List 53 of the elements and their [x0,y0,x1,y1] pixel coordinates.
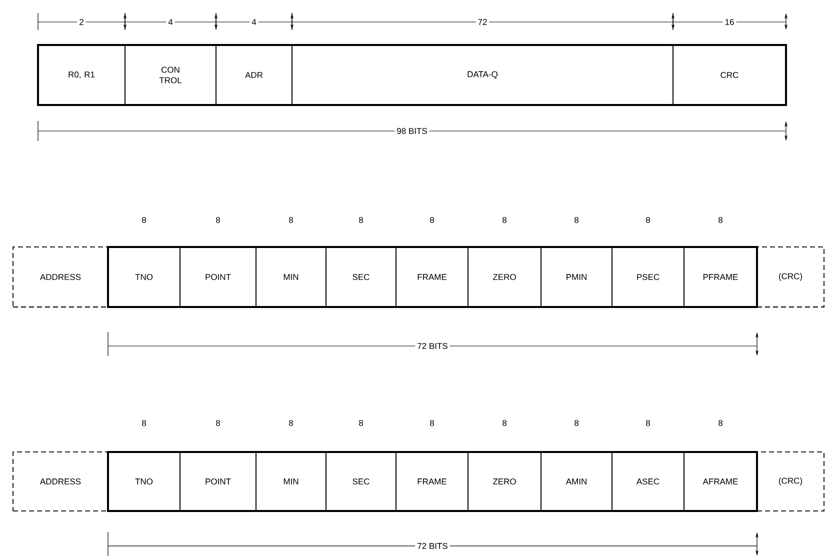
bit-count: 8 [502,420,506,426]
field-box: DATA-Q [292,44,674,106]
field-box: MIN [256,246,326,308]
field-box: SEC [326,246,396,308]
bit-count: 8 [718,420,722,426]
bit-count: 8 [359,420,363,426]
bit-count: 8 [359,216,363,223]
bit-count: 8 [574,420,578,426]
dimension-label: 2 [77,17,86,27]
field-box: CON TROL [124,44,216,106]
field-box: AFRAME [684,452,758,512]
dimension-label: 98 BITS [394,126,430,136]
dashed-field-box: ADDRESS [12,452,108,512]
node-label: TNO [135,478,153,484]
field-box: MIN [256,452,326,512]
dimension-label: 4 [250,17,258,27]
field-box: POINT [180,246,256,308]
field-box: PMIN [540,246,612,308]
node-label: R0, R1 [68,71,95,78]
dimension-label: 16 [722,16,736,27]
bit-count: 8 [646,216,650,223]
dimension-label: 72 BITS [415,540,450,551]
field-box: SEC [326,452,396,512]
bit-count: 8 [142,420,146,426]
dashed-field-box: (CRC) [756,452,824,512]
bit-count: 8 [646,420,650,426]
bit-count: 8 [289,216,293,223]
dimension-label: 4 [166,17,175,27]
field-box: FRAME [396,452,468,512]
field-box: ADR [216,44,292,106]
field-box: AMIN [540,452,612,512]
field-box: FRAME [396,246,468,308]
bit-count: 8 [430,216,434,223]
field-box: POINT [180,452,256,512]
dashed-field-box: ADDRESS [12,246,108,308]
field-box: PSEC [612,246,684,308]
field-box: CRC [672,44,786,106]
bit-count: 8 [718,216,722,223]
bit-count: 8 [574,216,578,223]
bit-count: 8 [216,420,220,426]
field-box: ASEC [612,452,684,512]
dimension-label: 72 BITS [415,340,450,351]
dimension-label: 72 [476,17,490,27]
field-box: PFRAME [684,246,758,308]
field-box: ZERO [468,246,542,308]
dashed-field-box: (CRC) [756,246,824,308]
bit-count: 8 [142,216,146,223]
bit-count: 8 [216,216,220,223]
bit-count: 8 [289,420,293,426]
bit-count: 8 [502,216,506,223]
bit-count: 8 [430,420,434,426]
node-label: TNO [135,274,153,280]
field-box: ZERO [468,452,542,512]
